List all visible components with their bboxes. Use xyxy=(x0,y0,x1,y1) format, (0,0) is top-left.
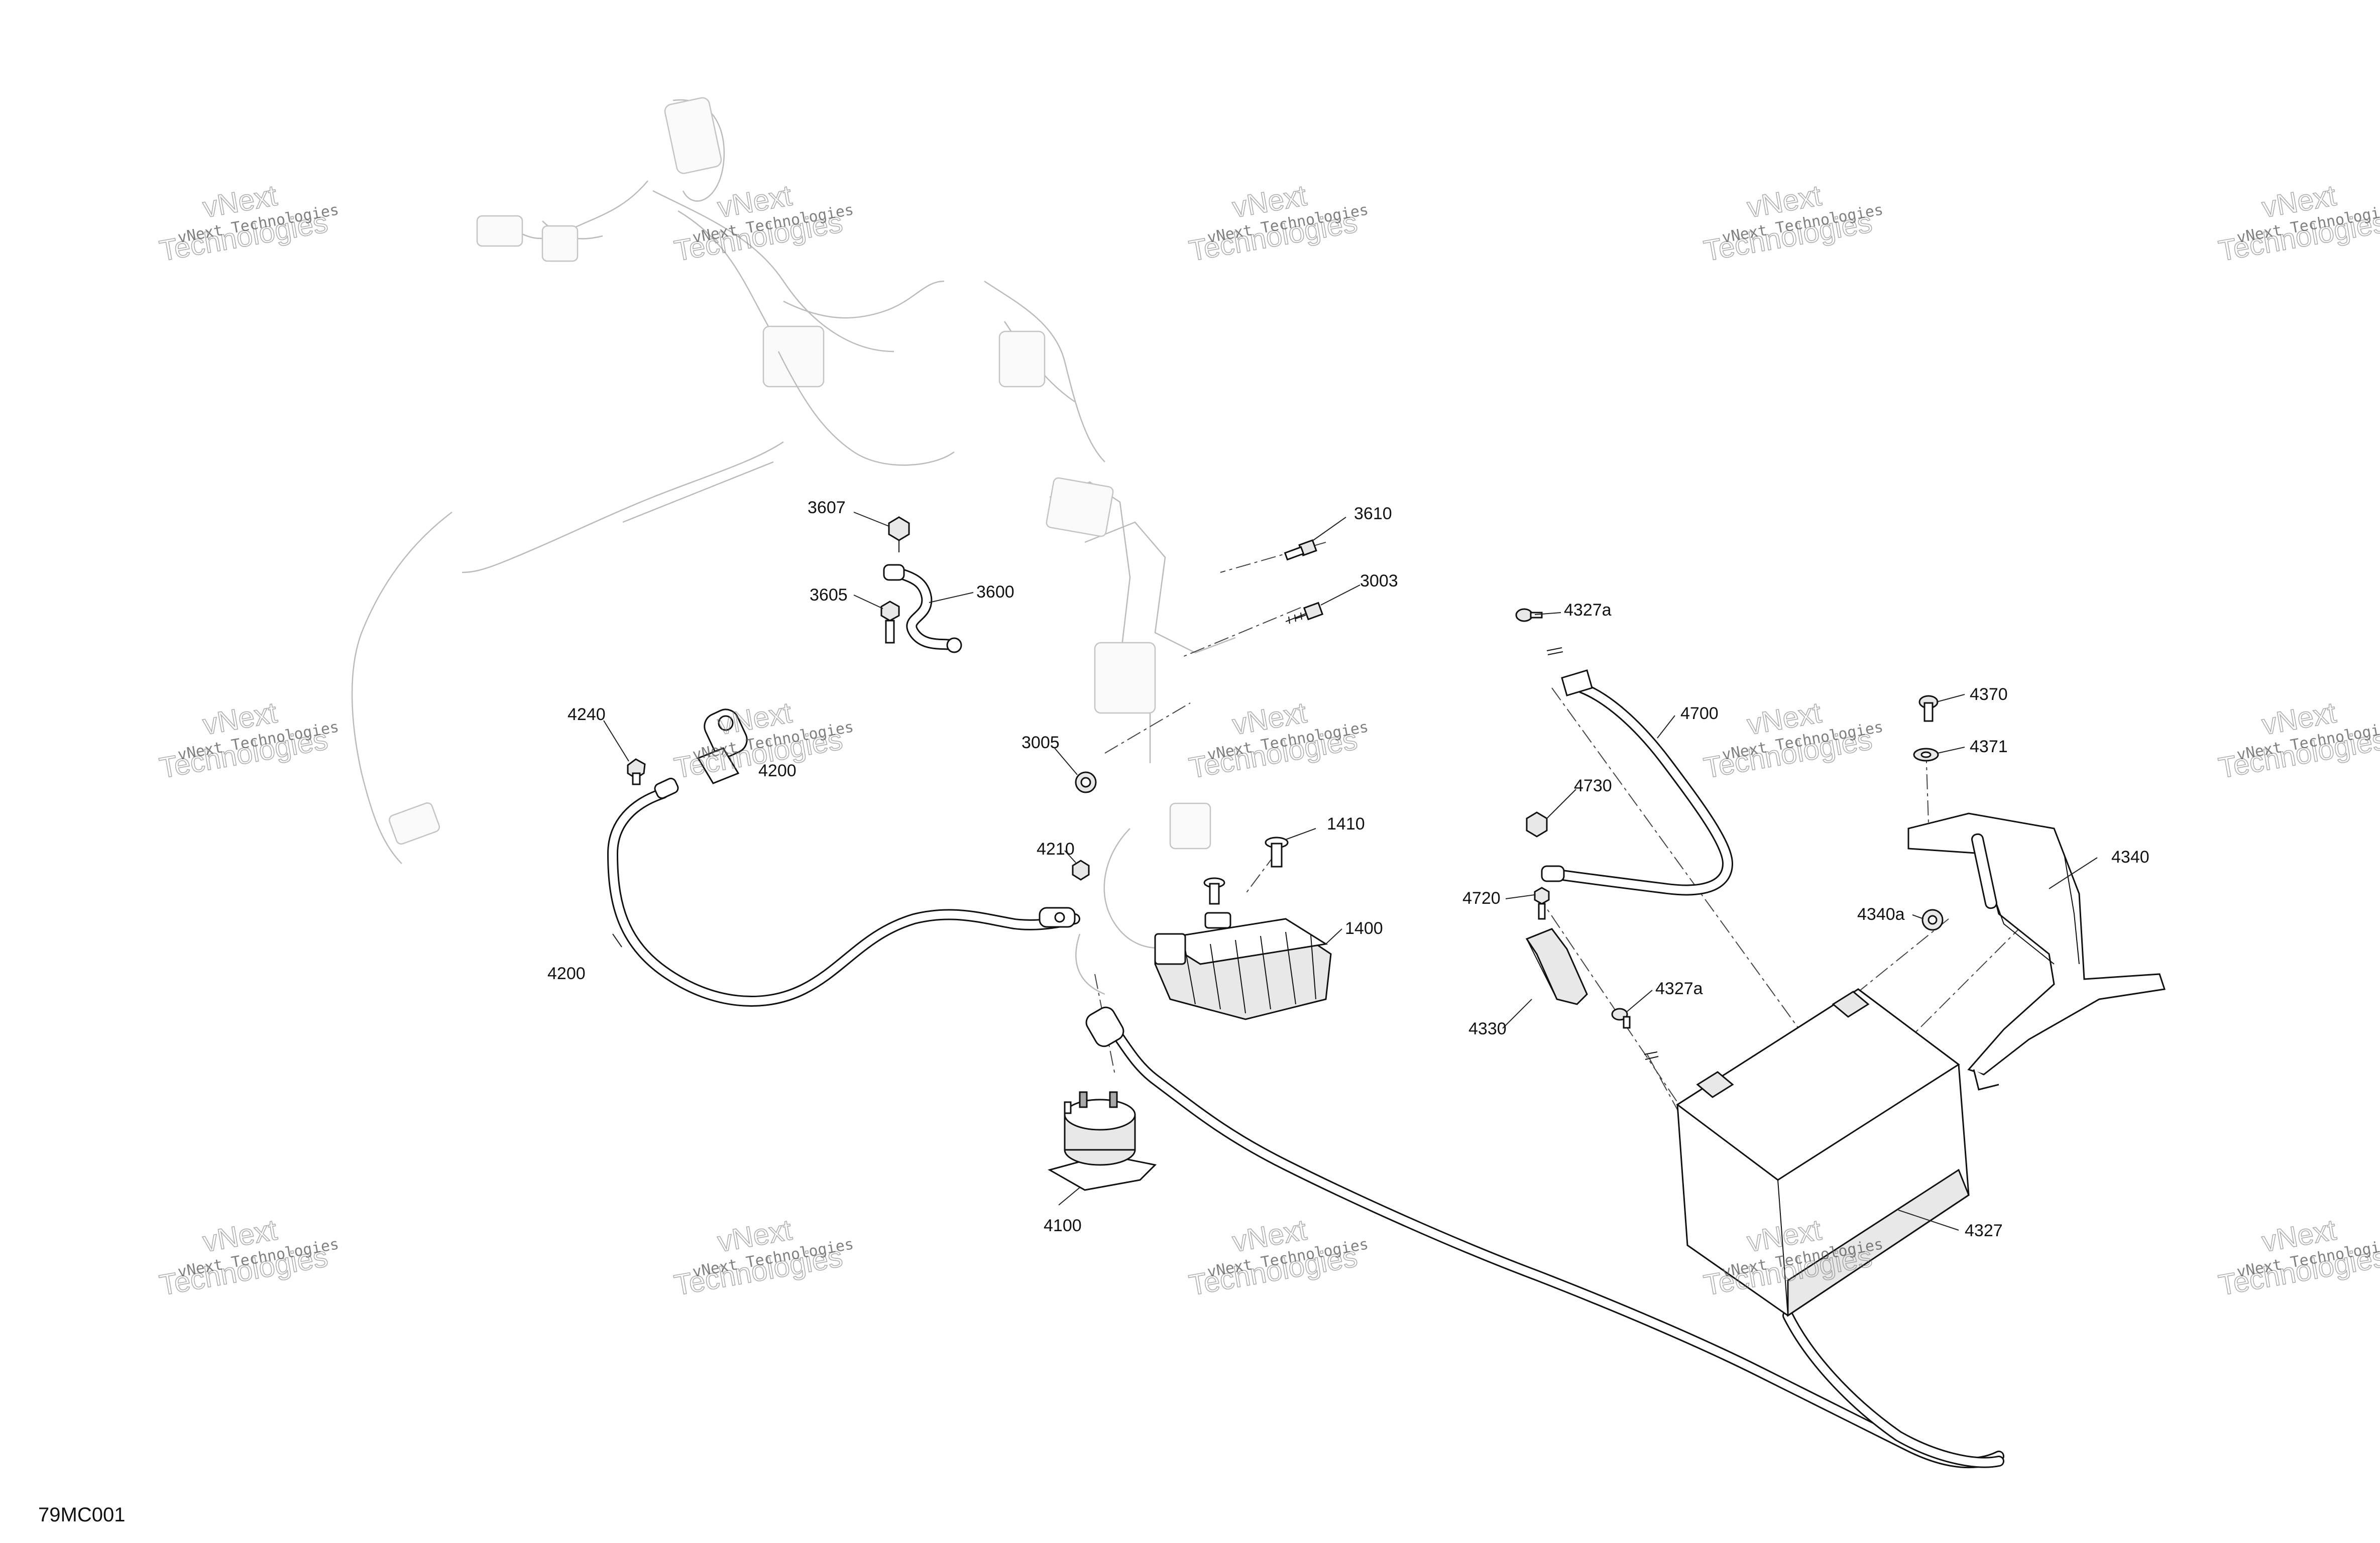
nut-3607 xyxy=(888,516,910,552)
watermark: vNext Technologies vNext Technologies xyxy=(671,179,855,268)
label-3005: 3005 xyxy=(1022,733,1060,752)
ghost-frame-assembly xyxy=(351,97,1236,995)
label-4371: 4371 xyxy=(1970,737,2008,756)
watermark: vNext Technologies vNext Technologies xyxy=(1186,179,1370,268)
leader-lines xyxy=(603,512,2098,1231)
bolt-1410 xyxy=(1203,837,1289,905)
terminal-cover-4330 xyxy=(1525,928,1588,1005)
bolt-4240 xyxy=(627,758,646,785)
watermark-grid: vNext Technologies vNext Technologies vN… xyxy=(157,179,2380,1302)
nut-4730 xyxy=(1526,811,1548,838)
label-4200: 4200 xyxy=(547,964,586,983)
label-1400: 1400 xyxy=(1345,919,1383,938)
watermark: vNext Technologies vNext Technologies xyxy=(1701,179,1885,268)
bolt-4370 xyxy=(1918,695,1939,722)
watermark: vNext Technologies vNext Technologies xyxy=(2216,179,2380,268)
nut-4210 xyxy=(1072,860,1090,881)
label-4700: 4700 xyxy=(1680,704,1719,723)
watermark: vNext Technologies vNext Technologies xyxy=(671,1213,855,1302)
cable-3600 xyxy=(883,564,962,653)
label-1410: 1410 xyxy=(1327,814,1365,834)
nut-3005 xyxy=(1075,771,1097,793)
label-4327a-top: 4327a xyxy=(1564,601,1612,620)
screw-4327a-mid xyxy=(1611,1008,1659,1060)
screw-4327a-top xyxy=(1515,608,1563,655)
label-4200-lug: 4200 xyxy=(758,761,797,780)
screw-3003 xyxy=(1285,602,1324,624)
label-4210: 4210 xyxy=(1037,840,1075,859)
nut-4340a xyxy=(1921,909,1944,931)
voltage-regulator-1400 xyxy=(1154,912,1332,1020)
label-3003: 3003 xyxy=(1360,571,1398,590)
watermark: vNext Technologies vNext Technologies xyxy=(2216,696,2380,785)
part-labels: 3607 3605 3600 3610 3003 3005 4240 4200 … xyxy=(547,498,2149,1240)
washer-4371 xyxy=(1913,748,1939,762)
label-4327a-mid: 4327a xyxy=(1655,979,1703,998)
watermark: vNext Technologies vNext Technologies xyxy=(1186,1213,1370,1302)
watermark: vNext Technologies vNext Technologies xyxy=(2216,1213,2380,1302)
label-3600: 3600 xyxy=(976,582,1014,602)
battery-bracket-4340 xyxy=(1907,812,2166,1091)
terminal-lug-4200 xyxy=(697,708,748,784)
watermark: vNext Technologies vNext Technologies xyxy=(1186,696,1370,785)
label-3607: 3607 xyxy=(808,498,846,517)
label-3605: 3605 xyxy=(810,585,848,605)
label-4330: 4330 xyxy=(1468,1019,1507,1038)
label-4370: 4370 xyxy=(1970,685,2008,704)
long-cable-4100-to-4327 xyxy=(1085,1006,2004,1469)
label-3610: 3610 xyxy=(1354,504,1392,523)
battery-4327 xyxy=(1676,988,1970,1317)
cable-4700 xyxy=(1541,669,1733,896)
bolt-3605 xyxy=(880,601,900,644)
watermark: vNext Technologies vNext Technologies xyxy=(157,696,341,785)
label-4100: 4100 xyxy=(1044,1216,1082,1235)
label-4340: 4340 xyxy=(2111,848,2149,867)
diagram-reference-code: 79MC001 xyxy=(38,1504,125,1526)
bolt-3610 xyxy=(1284,539,1317,561)
label-4240: 4240 xyxy=(568,705,606,724)
cable-4200 xyxy=(607,777,1080,1007)
watermark: vNext Technologies vNext Technologies xyxy=(1701,696,1885,785)
label-4340a: 4340a xyxy=(1857,905,1905,924)
starter-solenoid-4100 xyxy=(1048,1091,1157,1191)
bolt-4720 xyxy=(1534,887,1550,920)
watermark: vNext Technologies vNext Technologies xyxy=(157,1213,341,1302)
watermark: vNext Technologies vNext Technologies xyxy=(157,179,341,268)
label-4720: 4720 xyxy=(1462,889,1501,908)
label-4327: 4327 xyxy=(1965,1221,2003,1240)
label-4730: 4730 xyxy=(1574,776,1612,795)
